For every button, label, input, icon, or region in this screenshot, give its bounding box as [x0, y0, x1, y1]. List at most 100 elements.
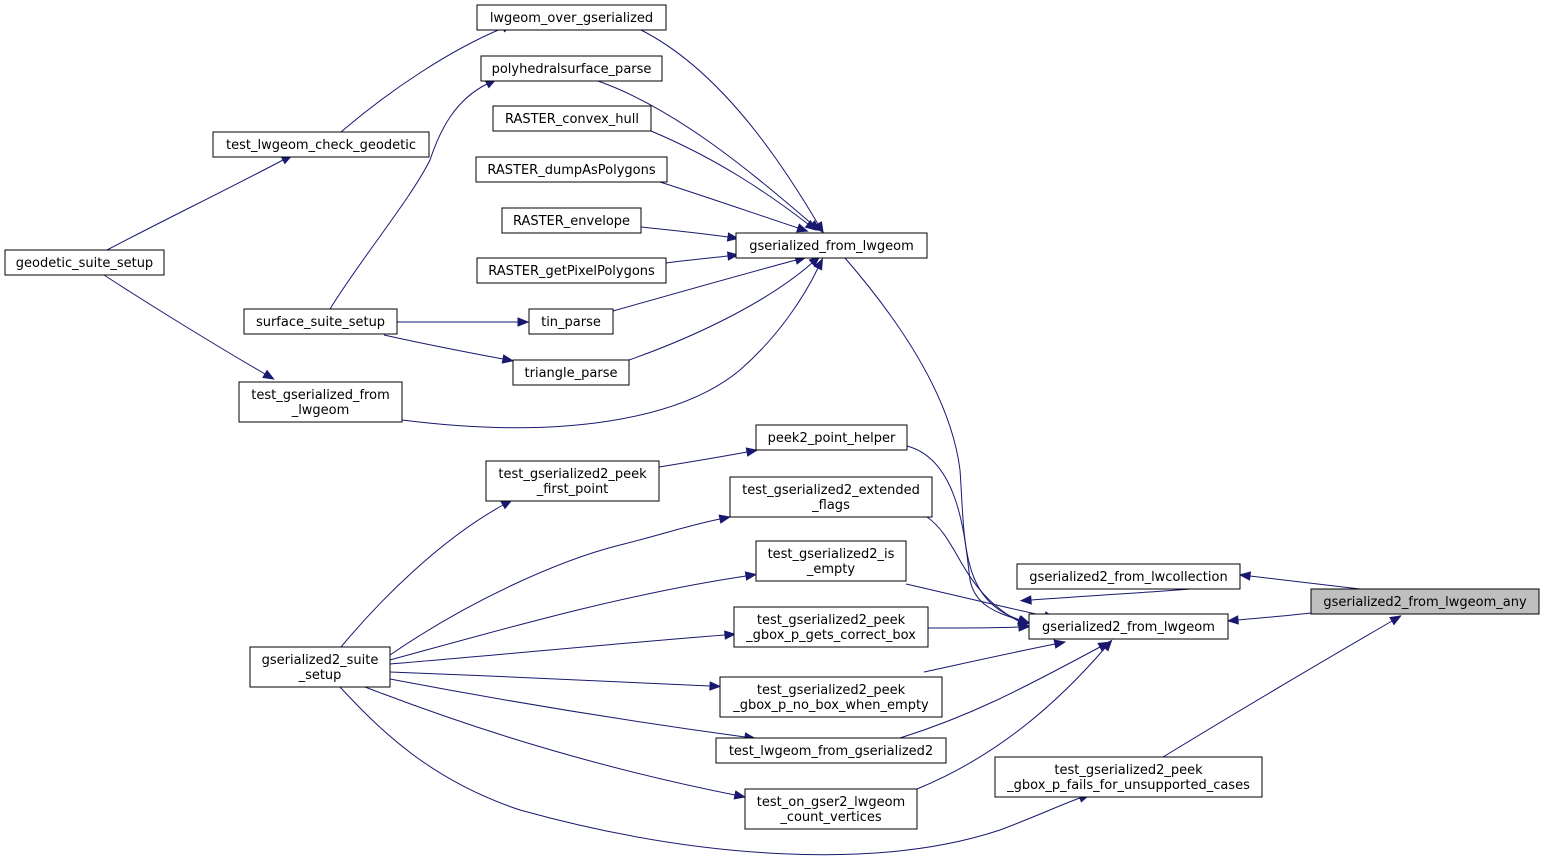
node-label: test_gserialized2_peek [757, 683, 906, 698]
edge-polyhedralsurface_parse-to-surface_suite_setup [329, 78, 498, 310]
node-gserialized2-suite-setup[interactable]: gserialized2_suite_setup [249, 646, 391, 688]
arrowhead [724, 630, 737, 640]
node-test-gserialized2-extended-flags[interactable]: test_gserialized2_extended_flags [729, 476, 933, 518]
edge-gserialized2_from_lwgeom-to-test_gserialized2_peek_gbox_p_gets_correct_box [927, 622, 1031, 632]
node-label: test_gserialized2_peek [757, 613, 906, 628]
node-label: test_gserialized2_extended [742, 483, 920, 498]
edge-gserialized_from_lwgeom-to-raster_dumpaspolygons [659, 181, 809, 233]
arrowhead [262, 369, 275, 380]
edge-peek2_point_helper-to-test_gserialized2_peek_first_point [658, 447, 759, 468]
node-label: test_gserialized_from [251, 388, 389, 403]
edge-gserialized2_from_lwgeom-to-test_on_gser2_lwgeom_count_vertices [916, 639, 1113, 790]
node-gserialized2-from-lwcollection[interactable]: gserialized2_from_lwcollection [1016, 563, 1241, 590]
node-label: gserialized2_from_lwgeom_any [1323, 595, 1527, 610]
arrowhead [726, 251, 740, 261]
node-label: test_on_gser2_lwgeom [757, 795, 905, 810]
edge-tin_parse-to-surface_suite_setup [397, 317, 530, 327]
node-raster-envelope[interactable]: RASTER_envelope [501, 207, 642, 234]
nodes-layer: lwgeom_over_gserialized polyhedralsurface… [4, 4, 1540, 830]
node-label: _flags [811, 498, 850, 513]
node-label: RASTER_getPixelPolygons [488, 264, 655, 279]
node-geodetic-suite-setup[interactable]: geodetic_suite_setup [4, 249, 165, 276]
node-label: surface_suite_setup [256, 315, 385, 330]
edge-gserialized_from_lwgeom-to-raster_convex_hull [650, 130, 818, 231]
node-surface-suite-setup[interactable]: surface_suite_setup [243, 308, 398, 335]
node-label: tin_parse [541, 315, 601, 330]
edge-test_gserialized2_peek_gbox_p_gets_correct_box-to-gserialized2_suite_setup [389, 630, 737, 665]
arrowhead [1238, 571, 1252, 581]
node-gserialized2-from-lwgeom[interactable]: gserialized2_from_lwgeom [1028, 613, 1229, 640]
node-test-lwgeom-from-gserialized2[interactable]: test_lwgeom_from_gserialized2 [715, 737, 947, 764]
node-tin-parse[interactable]: tin_parse [528, 308, 614, 335]
arrowhead [1226, 615, 1239, 625]
edge-gserialized_from_lwgeom-to-raster_getpixelpolygons [665, 251, 740, 264]
node-test-gserialized-from-lwgeom[interactable]: test_gserialized_from_lwgeom [238, 381, 403, 423]
node-raster-convex-hull[interactable]: RASTER_convex_hull [492, 105, 652, 132]
edge-test_gserialized2_extended_flags-to-gserialized2_suite_setup [389, 514, 732, 656]
node-label: gserialized2_suite [262, 653, 379, 668]
arrowhead [1019, 595, 1032, 605]
edge-triangle_parse-to-surface_suite_setup [383, 334, 515, 364]
node-label: RASTER_convex_hull [505, 112, 639, 127]
arrowhead [1101, 639, 1113, 652]
node-label: lwgeom_over_gserialized [490, 11, 653, 26]
edge-gserialized_from_lwgeom-to-raster_envelope [640, 226, 740, 242]
edge-test_gserialized2_peek_gbox_p_fails_for_unsupported_cases-to-gserialized2_suite_setup [339, 686, 1091, 856]
node-label: polyhedralsurface_parse [492, 62, 652, 77]
edge-gserialized2_from_lwcollection-to-gserialized2_from_lwgeom [1019, 588, 1191, 605]
arrowhead [744, 571, 758, 581]
node-label: RASTER_envelope [513, 214, 630, 229]
edge-test_lwgeom_check_geodetic-to-geodetic_suite_setup [106, 154, 294, 251]
node-label: gserialized_from_lwgeom [749, 239, 914, 254]
arrowhead [718, 514, 732, 524]
node-raster-dumpaspolygons[interactable]: RASTER_dumpAsPolygons [475, 156, 668, 183]
edge-test_gserialized2_is_empty-to-gserialized2_suite_setup [389, 571, 758, 661]
arrowhead [813, 257, 824, 271]
node-gserialized-from-lwgeom[interactable]: gserialized_from_lwgeom [735, 232, 928, 259]
edge-test_lwgeom_from_gserialized2-to-gserialized2_suite_setup [389, 678, 757, 742]
node-test-gserialized2-peek-gbox-p-gets-correct-box[interactable]: test_gserialized2_peek_gbox_p_gets_corre… [733, 606, 929, 648]
edge-gserialized2_from_lwgeom_any-to-gserialized2_from_lwgeom [1226, 612, 1312, 625]
arrowhead [733, 790, 747, 800]
arrowhead [1389, 615, 1402, 626]
arrowhead [517, 317, 530, 327]
edge-gserialized2_from_lwgeom-to-test_gserialized2_peek_gbox_p_no_box_when_empty [923, 639, 1067, 673]
node-polyhedralsurface-parse[interactable]: polyhedralsurface_parse [480, 55, 663, 82]
node-gserialized2-from-lwgeom-any[interactable]: gserialized2_from_lwgeom_any [1310, 588, 1540, 615]
node-label: _empty [806, 562, 856, 577]
node-raster-getpixelpolygons[interactable]: RASTER_getPixelPolygons [476, 257, 667, 284]
edge-test_gserialized_from_lwgeom-to-geodetic_suite_setup [103, 274, 275, 380]
node-test-gserialized2-peek-gbox-p-fails-for-unsupported-cases[interactable]: test_gserialized2_peek_gbox_p_fails_for_… [994, 756, 1263, 798]
node-label: RASTER_dumpAsPolygons [487, 163, 655, 178]
node-test-gserialized2-peek-gbox-p-no-box-when-empty[interactable]: test_gserialized2_peek_gbox_p_no_box_whe… [719, 676, 943, 718]
arrowhead [1018, 622, 1031, 632]
arrowhead [726, 232, 740, 242]
node-peek2-point-helper[interactable]: peek2_point_helper [755, 424, 908, 451]
node-triangle-parse[interactable]: triangle_parse [512, 359, 630, 386]
node-label: test_lwgeom_check_geodetic [226, 138, 416, 153]
node-lwgeom-over-gserialized[interactable]: lwgeom_over_gserialized [476, 4, 667, 31]
edge-test_gserialized2_peek_first_point-to-gserialized2_suite_setup [340, 499, 513, 648]
node-test-on-gser2-lwgeom-count-vertices[interactable]: test_on_gser2_lwgeom_count_vertices [744, 788, 918, 830]
node-label: peek2_point_helper [768, 431, 896, 446]
edge-gserialized2_from_lwgeom_any-to-test_gserialized2_peek_gbox_p_fails_for_unsupported_cases [1162, 615, 1402, 758]
node-label: _gbox_p_no_box_when_empty [732, 698, 929, 713]
arrowhead [796, 223, 809, 233]
node-test-gserialized2-peek-first-point[interactable]: test_gserialized2_peek_first_point [485, 460, 660, 502]
arrowhead [745, 447, 759, 457]
edge-gserialized2_from_lwgeom_any-to-gserialized2_from_lwcollection [1238, 571, 1361, 590]
node-label: test_gserialized2_is [768, 547, 895, 562]
node-label: _gbox_p_fails_for_unsupported_cases [1006, 778, 1250, 793]
arrowhead [1053, 639, 1067, 649]
node-label: _gbox_p_gets_correct_box [745, 628, 916, 643]
node-test-lwgeom-check-geodetic[interactable]: test_lwgeom_check_geodetic [212, 131, 430, 158]
node-label: gserialized2_from_lwgeom [1042, 620, 1215, 635]
node-label: _setup [298, 668, 342, 683]
node-label: geodetic_suite_setup [16, 256, 153, 271]
edge-gserialized2_from_lwgeom-to-test_gserialized2_extended_flags [926, 516, 1030, 628]
node-test-gserialized2-is-empty[interactable]: test_gserialized2_is_empty [755, 540, 907, 582]
arrowhead [501, 354, 515, 364]
node-label: test_lwgeom_from_gserialized2 [729, 744, 933, 759]
node-label: gserialized2_from_lwcollection [1029, 570, 1227, 585]
